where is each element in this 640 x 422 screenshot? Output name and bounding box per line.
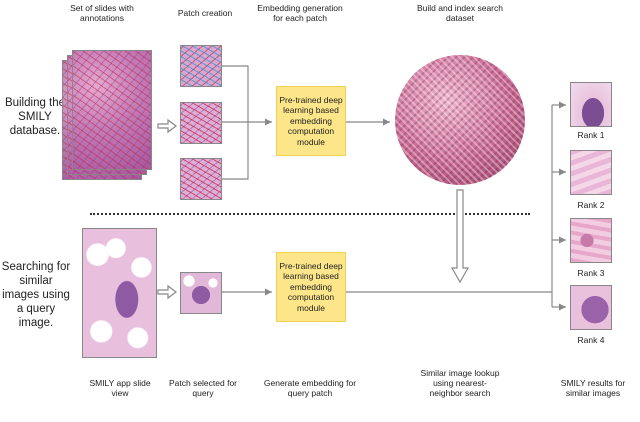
search-dataset-sphere <box>395 55 525 185</box>
connector-patch3 <box>222 122 249 180</box>
rank-4-label: Rank 4 <box>577 335 605 345</box>
query-slide <box>82 228 157 358</box>
header-slides: Set of slides with annotations <box>70 3 134 23</box>
header-embedding-generation: Embedding generation for each patch <box>257 3 343 23</box>
row-label-searching: Searching for similar images using a que… <box>1 261 71 329</box>
arrow-sphere-to-lookup <box>450 189 470 284</box>
patch-2 <box>180 102 222 144</box>
row-label-building: Building the SMILY database. <box>4 97 66 137</box>
caption-patch-selected: Patch selected for query <box>168 378 238 398</box>
patch-1 <box>180 45 222 87</box>
rank-1-image <box>570 82 612 127</box>
rank-1-label: Rank 1 <box>577 130 605 140</box>
rank-3-label: Rank 3 <box>577 268 605 278</box>
header-build-index: Build and index search dataset <box>416 3 503 23</box>
embedding-module-top: Pre-trained deep learning based embeddin… <box>276 86 346 156</box>
rank-2-image <box>570 150 612 195</box>
connector-patch1 <box>222 65 249 122</box>
arrow-slide-to-query-patch <box>157 284 177 300</box>
rank-4-image <box>570 285 612 330</box>
rank-2-label: Rank 2 <box>577 200 605 210</box>
caption-results: SMILY results for similar images <box>560 378 626 398</box>
header-patch-creation: Patch creation <box>177 8 233 18</box>
embedding-module-bottom: Pre-trained deep learning based embeddin… <box>276 252 346 322</box>
caption-generate: Generate embedding for query patch <box>263 378 357 398</box>
query-patch <box>180 272 222 314</box>
arrow-slides-to-patches <box>157 118 177 134</box>
rank-3-image <box>570 218 612 263</box>
caption-app: SMILY app slide view <box>89 378 151 398</box>
section-divider <box>90 213 530 215</box>
patch-3 <box>180 158 222 200</box>
caption-lookup: Similar image lookup using nearest-neigh… <box>420 368 500 398</box>
slide-stack-front <box>72 50 152 170</box>
